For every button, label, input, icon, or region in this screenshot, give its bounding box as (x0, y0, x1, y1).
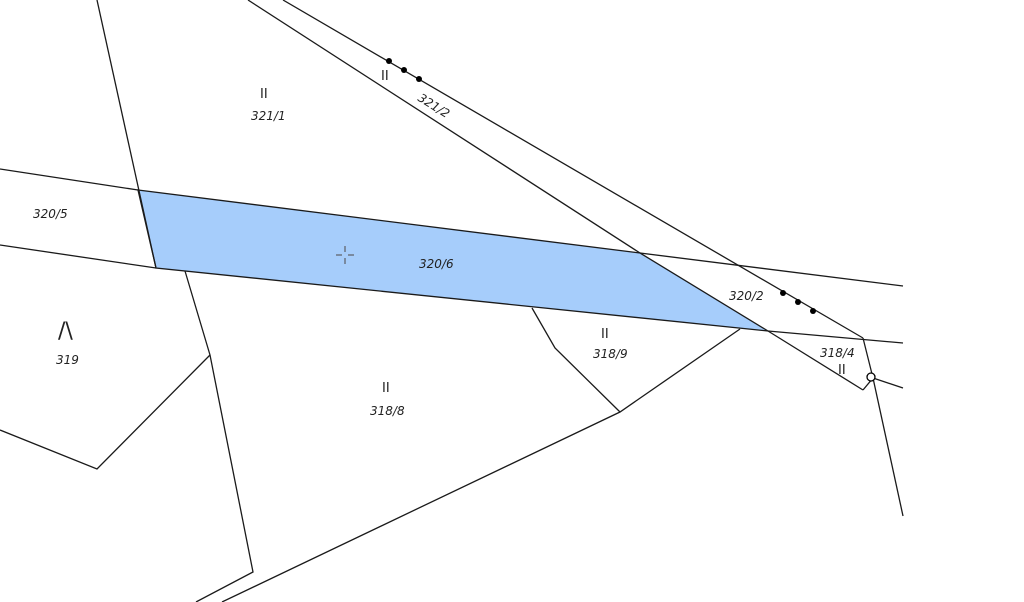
parcel-boundaries (0, 0, 904, 602)
forest-mark-symbol: /\ (58, 319, 73, 344)
mark-318-9: II (601, 327, 609, 342)
selection-crosshair-icon (336, 246, 354, 264)
mark-321-2: II (381, 69, 389, 84)
label-318-9: 318/9 (593, 347, 628, 361)
label-320-5: 320/5 (33, 207, 68, 221)
label-321-1: 321/1 (251, 109, 286, 123)
label-320-2: 320/2 (729, 289, 764, 303)
label-319: 319 (56, 353, 79, 367)
label-320-6: 320/6 (419, 257, 454, 271)
label-318-8: 318/8 (370, 404, 405, 418)
mark-318-4: II (838, 363, 846, 378)
boundary-point-marker (866, 372, 876, 382)
boundary-markers (386, 58, 876, 382)
mark-318-8: II (382, 381, 390, 396)
mark-321-1: II (260, 87, 268, 102)
label-318-4: 318/4 (820, 346, 855, 360)
